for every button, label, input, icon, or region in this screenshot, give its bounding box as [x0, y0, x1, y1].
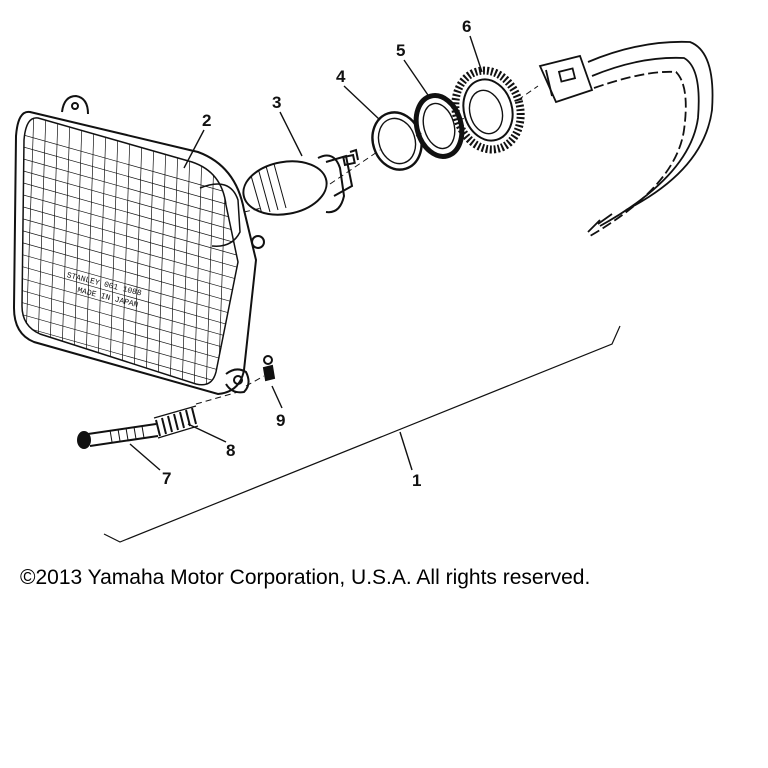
bulb-glass: [242, 160, 328, 216]
harness-wire-1: [587, 40, 714, 211]
callout-3: 3: [272, 93, 281, 112]
leader-1: [399, 431, 413, 471]
screw-thread: [109, 425, 145, 443]
sealed-beam-headlight: [12, 94, 265, 396]
bulb-shading: [249, 163, 287, 215]
top-mount-tab: [61, 94, 89, 115]
leader-4: [343, 85, 381, 121]
socket-cover: [451, 66, 525, 154]
leader-lines: [129, 35, 483, 471]
nut-body: [262, 364, 276, 382]
spring-coil: [155, 407, 197, 437]
headlight-rim: [21, 117, 239, 386]
adjusting-spring: [153, 405, 199, 439]
side-mount-boss: [251, 235, 265, 249]
harness-wire-3: [589, 70, 687, 237]
adjusting-screw: [77, 423, 159, 449]
headlight-housing: [12, 110, 258, 396]
callout-2: 2: [202, 111, 211, 130]
headlight-bulb: [242, 148, 359, 216]
assembly-bracket: [103, 325, 621, 543]
leader-2: [183, 129, 205, 169]
wire-harness: [538, 40, 714, 237]
connector-latch: [557, 67, 577, 83]
harness-wire-2: [591, 56, 700, 227]
leader-5: [403, 59, 431, 99]
callout-7: 7: [162, 469, 171, 488]
leader-6: [469, 35, 483, 73]
bulb-base-collar: [325, 154, 354, 197]
callout-4: 4: [336, 67, 346, 86]
lower-mount-tab: [225, 368, 250, 394]
copyright-notice: ©2013 Yamaha Motor Corporation, U.S.A. A…: [20, 566, 591, 589]
socket-cover-outer: [451, 66, 525, 154]
socket-cover-inner: [468, 89, 504, 135]
callout-labels: 1 2 3 4 5 6 7 8 9: [162, 17, 471, 490]
headlight-rear-bowl: [199, 183, 241, 247]
callout-8: 8: [226, 441, 235, 460]
leader-7: [129, 443, 161, 471]
screw-head: [77, 431, 91, 449]
callout-9: 9: [276, 411, 285, 430]
callout-1: 1: [412, 471, 421, 490]
lower-mount-hole: [233, 375, 243, 385]
nut-top: [263, 355, 273, 365]
bulb-terminal: [342, 153, 356, 167]
bulb-base-flange: [317, 154, 346, 214]
leader-9: [271, 385, 283, 409]
screw-shank: [87, 423, 159, 447]
leader-3: [279, 111, 303, 157]
ring-4-inner: [377, 117, 417, 165]
adjusting-nut: [262, 355, 276, 382]
callout-5: 5: [396, 41, 405, 60]
assembly-axis: [195, 85, 539, 405]
leader-8: [187, 423, 227, 443]
socket-cover-rim: [462, 78, 514, 142]
headlight-exploded-diagram: STANLEY 001 1088 MADE IN JAPAN: [12, 17, 714, 543]
bulb-terminal-tab: [349, 148, 359, 161]
callout-6: 6: [462, 17, 471, 36]
connector-face: [545, 69, 553, 97]
lens-grid: [22, 117, 238, 385]
ring-5-inner: [422, 102, 456, 150]
top-mount-hole: [71, 102, 79, 110]
harness-tail: [587, 213, 613, 233]
spring-outline: [153, 405, 199, 439]
